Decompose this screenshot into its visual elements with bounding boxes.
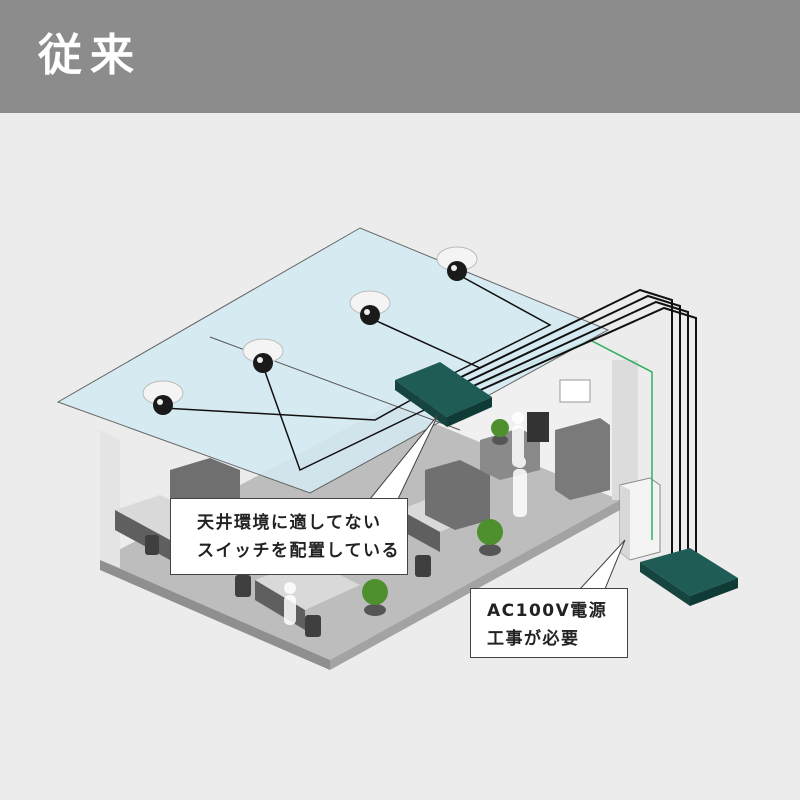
riser-cables [454,288,697,582]
dome-camera-icon [436,246,478,281]
network-switch-icon [640,548,738,606]
dome-camera-icon [142,380,184,415]
callout-power-warning: AC100V電源 工事が必要 [470,588,628,658]
plant-icon [362,419,509,616]
network-switch-icon [395,362,492,427]
office-diagram [56,227,738,670]
callout-power-line2: 工事が必要 [487,629,580,649]
callout-switch-line2: スイッチを配置している [197,541,400,561]
person-icon [284,412,527,625]
dome-camera-icon [349,290,391,325]
callout-switch-line1: 天井環境に適してない [197,513,382,533]
header-bar: 従来 [0,0,800,113]
page-title: 従来 [38,30,142,81]
dome-camera-icon [242,338,284,373]
chair-icon [145,535,431,637]
callout-power-line1: AC100V電源 [487,601,608,621]
callout-switch-warning: 天井環境に適してない スイッチを配置している [170,498,408,575]
